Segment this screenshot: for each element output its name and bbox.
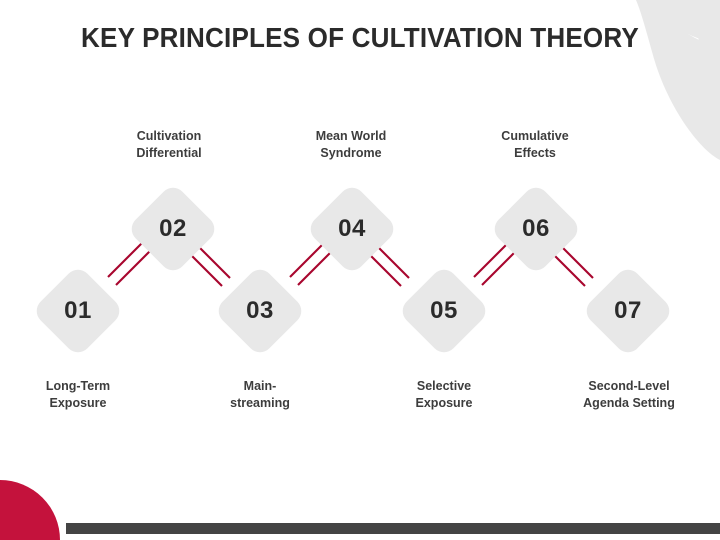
node-07-number: 07 (614, 297, 642, 324)
caption-02: Cultivation Differential (84, 128, 254, 162)
caption-01: Long-Term Exposure (0, 378, 163, 412)
connector-02-03-line-b (186, 250, 223, 287)
caption-03: Main- streaming (175, 378, 345, 412)
node-04-number: 04 (338, 215, 366, 242)
connector-01-02-line-b (115, 249, 152, 286)
caption-05-line-1: Selective (416, 379, 472, 393)
caption-06: Cumulative Effects (450, 128, 620, 162)
connector-05-06-line-a (473, 243, 508, 278)
connector-06-07-line-a (557, 242, 594, 279)
caption-04: Mean World Syndrome (266, 128, 436, 162)
caption-07-line-1: Second-Level (588, 379, 670, 393)
connector-03-04-line-a (289, 243, 324, 278)
connector-01-02-line-a (107, 241, 144, 278)
connector-02-03-line-a (194, 242, 231, 279)
caption-05-line-2: Exposure (415, 396, 473, 410)
caption-07: Second-Level Agenda Setting (544, 378, 714, 412)
caption-03-line-1: Main- (243, 379, 277, 393)
caption-04-line-1: Mean World (315, 129, 387, 143)
caption-07-line-2: Agenda Setting (583, 396, 675, 410)
caption-06-line-1: Cumulative (501, 129, 569, 143)
connector-05-06-line-b (481, 251, 516, 286)
node-03-number: 03 (246, 297, 274, 324)
node-02-number: 02 (159, 215, 187, 242)
caption-02-line-1: Cultivation (136, 129, 202, 143)
caption-03-line-2: streaming (230, 396, 290, 410)
caption-06-line-2: Effects (514, 146, 556, 160)
connector-03-04-line-b (297, 251, 332, 286)
caption-01-line-1: Long-Term (45, 379, 111, 393)
caption-05: Selective Exposure (359, 378, 529, 412)
node-05-number: 05 (430, 297, 458, 324)
connector-04-05-line-b (365, 250, 402, 287)
connector-04-05-line-a (373, 242, 410, 279)
caption-02-line-2: Differential (136, 146, 202, 160)
node-01-number: 01 (64, 297, 92, 324)
page-title: KEY PRINCIPLES OF CULTIVATION THEORY (81, 22, 639, 53)
caption-01-line-2: Exposure (49, 396, 107, 410)
connector-06-07-line-b (549, 250, 586, 287)
node-06-number: 06 (522, 215, 550, 242)
caption-04-line-2: Syndrome (320, 146, 382, 160)
